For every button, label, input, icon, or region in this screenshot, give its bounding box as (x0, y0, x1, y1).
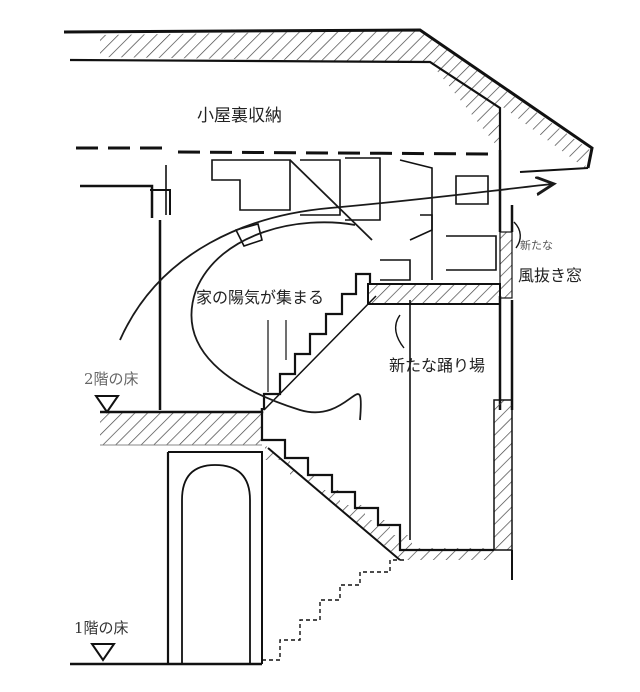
leader-lines (394, 221, 521, 349)
ground-floor (70, 451, 405, 666)
upper-stair (262, 272, 377, 411)
new-small-label: 新たな (520, 239, 553, 252)
ventilation-window-label: 風抜き窓 (518, 266, 583, 285)
floor-2-label: 2階の床 (84, 370, 139, 388)
left-wall (80, 165, 171, 410)
floor-1-marker (90, 643, 116, 662)
floor-2-slab (100, 408, 264, 446)
attic-storage-label: 小屋裏収納 (197, 106, 282, 126)
attic-floor-line (76, 146, 491, 156)
house-warmth-label: 家の陽気が集まる (196, 288, 325, 307)
right-wall (493, 150, 514, 580)
airflow-arrows (119, 159, 552, 421)
floor-2-marker (94, 395, 120, 414)
new-landing-label: 新たな踊り場 (389, 356, 486, 375)
lower-stair (260, 300, 494, 561)
roof (63, 28, 594, 173)
floor-1-label: 1階の床 (74, 619, 129, 637)
attic-clutter (211, 157, 497, 281)
landing (367, 283, 501, 305)
